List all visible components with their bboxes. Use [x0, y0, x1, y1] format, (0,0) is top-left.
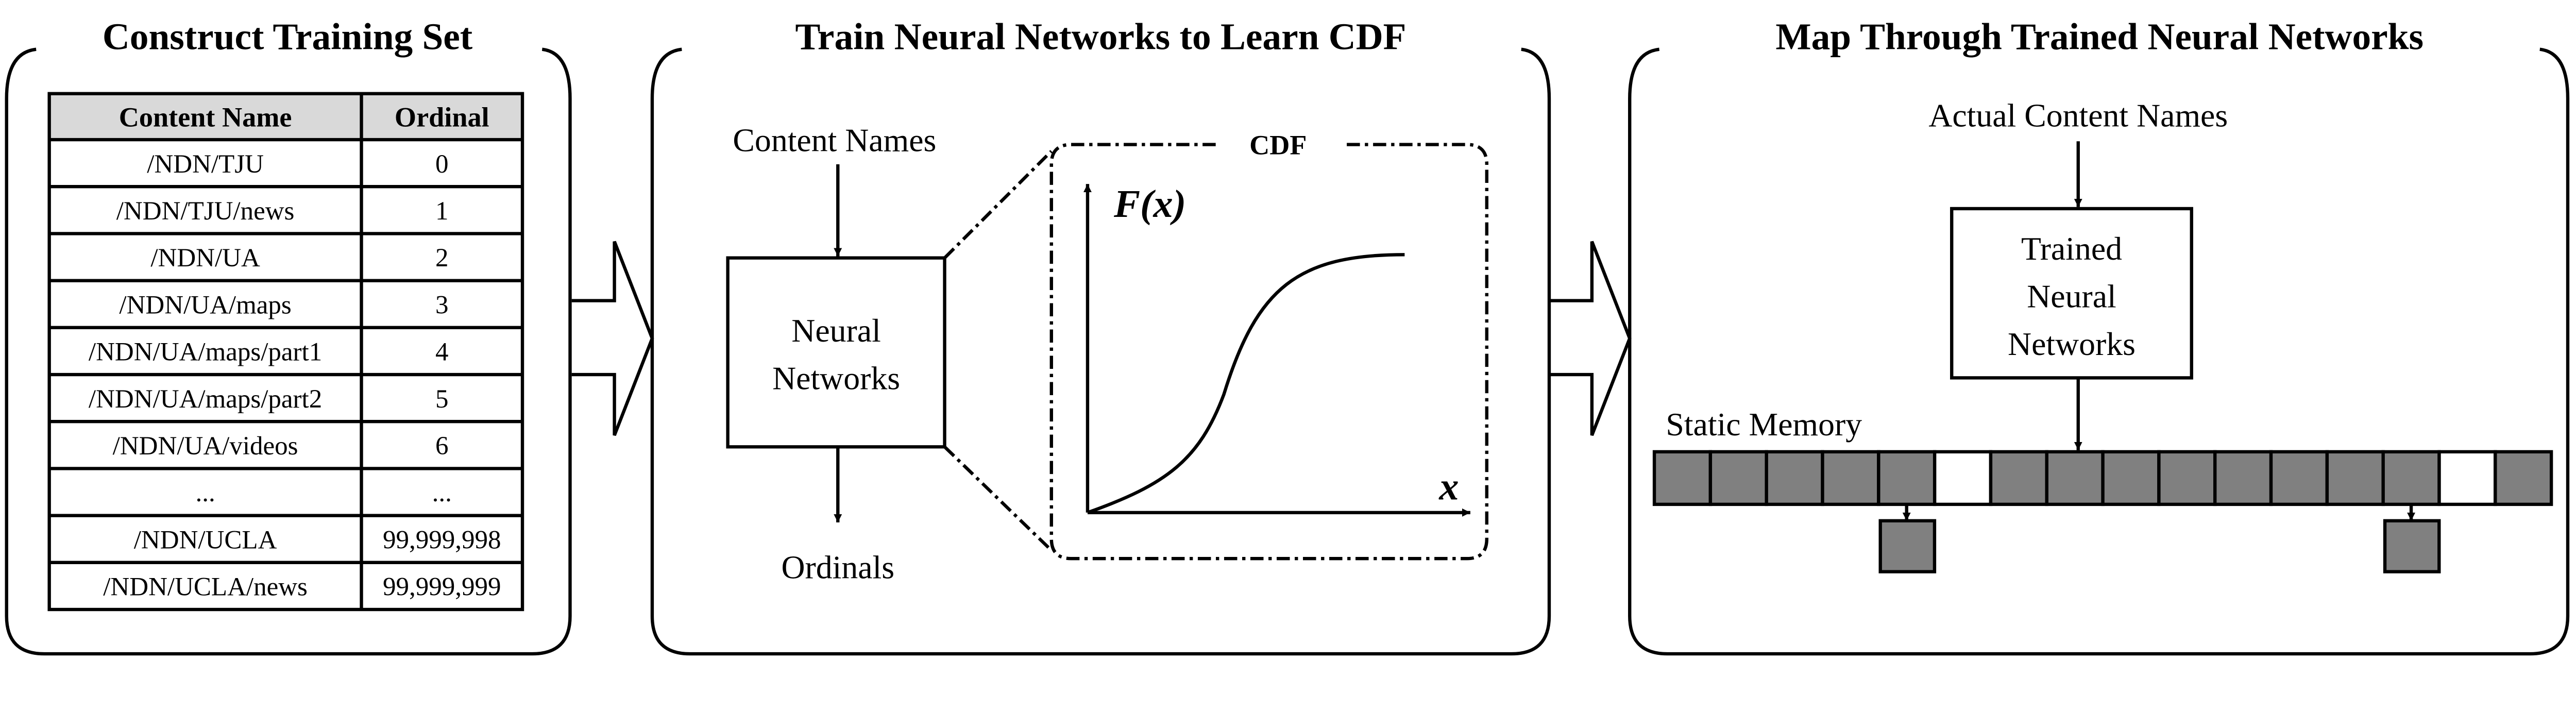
memory-cell-filled	[2101, 450, 2161, 506]
content-name-cell: /NDN/UA	[150, 244, 260, 273]
box-line: Networks	[2008, 326, 2136, 362]
panel-frame	[5, 47, 572, 656]
memory-cell-filled	[1877, 450, 1937, 506]
input-label: Actual Content Names	[1928, 97, 2228, 134]
memory-cell-filled	[2045, 450, 2105, 506]
overflow-cell	[1878, 519, 1937, 573]
table-header-bg	[49, 93, 523, 140]
ordinal-cell: 3	[435, 291, 449, 319]
ordinal-cell: 5	[435, 385, 449, 414]
ordinal-cell: 99,999,999	[383, 573, 501, 602]
panel-map-through-networks: Map Through Trained Neural Networks Actu…	[1628, 16, 2570, 656]
training-table: Content Name Ordinal/NDN/TJU 0/NDN/TJU/new…	[47, 92, 524, 612]
column-header: Content Name	[119, 102, 292, 133]
overflow-cell	[2383, 519, 2441, 573]
x-axis-label: x	[1438, 464, 1459, 508]
memory-cell-filled	[2157, 450, 2217, 506]
flow-arrow-1	[571, 241, 654, 436]
input-label: Content Names	[733, 122, 936, 158]
panel-construct-training-set: Construct Training Set Content Name Ordin…	[5, 16, 572, 656]
memory-cell-filled	[2381, 450, 2441, 506]
memory-cell-filled	[1652, 450, 1713, 506]
panel-title: Map Through Trained Neural Networks	[1775, 16, 2424, 58]
content-name-cell: /NDN/TJU/news	[116, 197, 295, 226]
panel-title: Construct Training Set	[103, 16, 473, 58]
cdf-label: CDF	[1249, 130, 1307, 161]
trained-network-box	[1950, 207, 2193, 380]
memory-cell-empty	[1933, 450, 1993, 506]
y-axis-label: F(x)	[1113, 182, 1186, 226]
box-line: Neural	[2027, 278, 2116, 314]
content-name-cell: /NDN/UA/maps/part2	[89, 385, 322, 414]
ordinal-cell: ...	[432, 479, 452, 507]
content-name-cell: ...	[195, 479, 215, 507]
panel-frame	[1628, 47, 2570, 656]
cdf-frame	[1049, 143, 1489, 561]
column-header: Ordinal	[395, 102, 489, 133]
ordinal-cell: 6	[435, 432, 449, 461]
box-line: Neural	[791, 312, 881, 349]
ordinal-cell: 1	[435, 197, 449, 226]
cdf-curve	[1087, 253, 1405, 514]
panel-train-neural-networks: Train Neural Networks to Learn CDF Conte…	[650, 16, 1551, 656]
content-name-cell: /NDN/UCLA/news	[103, 573, 308, 602]
output-label: Ordinals	[781, 549, 894, 585]
memory-cell-filled	[1765, 450, 1824, 506]
box-line: Networks	[772, 360, 900, 397]
ordinal-cell: 4	[435, 338, 449, 367]
memory-cell-filled	[2494, 450, 2553, 506]
content-name-cell: /NDN/UCLA	[134, 525, 277, 554]
panel-frame	[650, 47, 1551, 656]
content-name-cell: /NDN/UA/maps/part1	[89, 338, 322, 367]
content-name-cell: /NDN/UA/videos	[113, 432, 298, 461]
content-name-cell: /NDN/TJU	[147, 150, 264, 179]
ordinal-cell: 2	[435, 244, 449, 273]
panel-title: Train Neural Networks to Learn CDF	[795, 16, 1406, 58]
memory-cell-filled	[2269, 450, 2329, 506]
memory-cell-empty	[2437, 450, 2497, 506]
box-line: Trained	[2021, 230, 2122, 267]
flow-arrow-2	[1549, 241, 1632, 436]
ordinal-cell: 99,999,998	[383, 525, 501, 554]
memory-cell-filled	[2325, 450, 2385, 506]
static-memory	[1652, 450, 2553, 573]
memory-label: Static Memory	[1666, 406, 1862, 443]
ordinal-cell: 0	[435, 150, 449, 179]
memory-cell-filled	[1708, 450, 1768, 506]
memory-cell-filled	[1989, 450, 2048, 506]
content-name-cell: /NDN/UA/maps	[119, 291, 291, 319]
memory-cell-filled	[2213, 450, 2273, 506]
memory-cell-filled	[1821, 450, 1880, 506]
neural-network-box	[726, 256, 946, 449]
zoom-lines	[943, 150, 1053, 552]
table-border	[47, 92, 524, 612]
